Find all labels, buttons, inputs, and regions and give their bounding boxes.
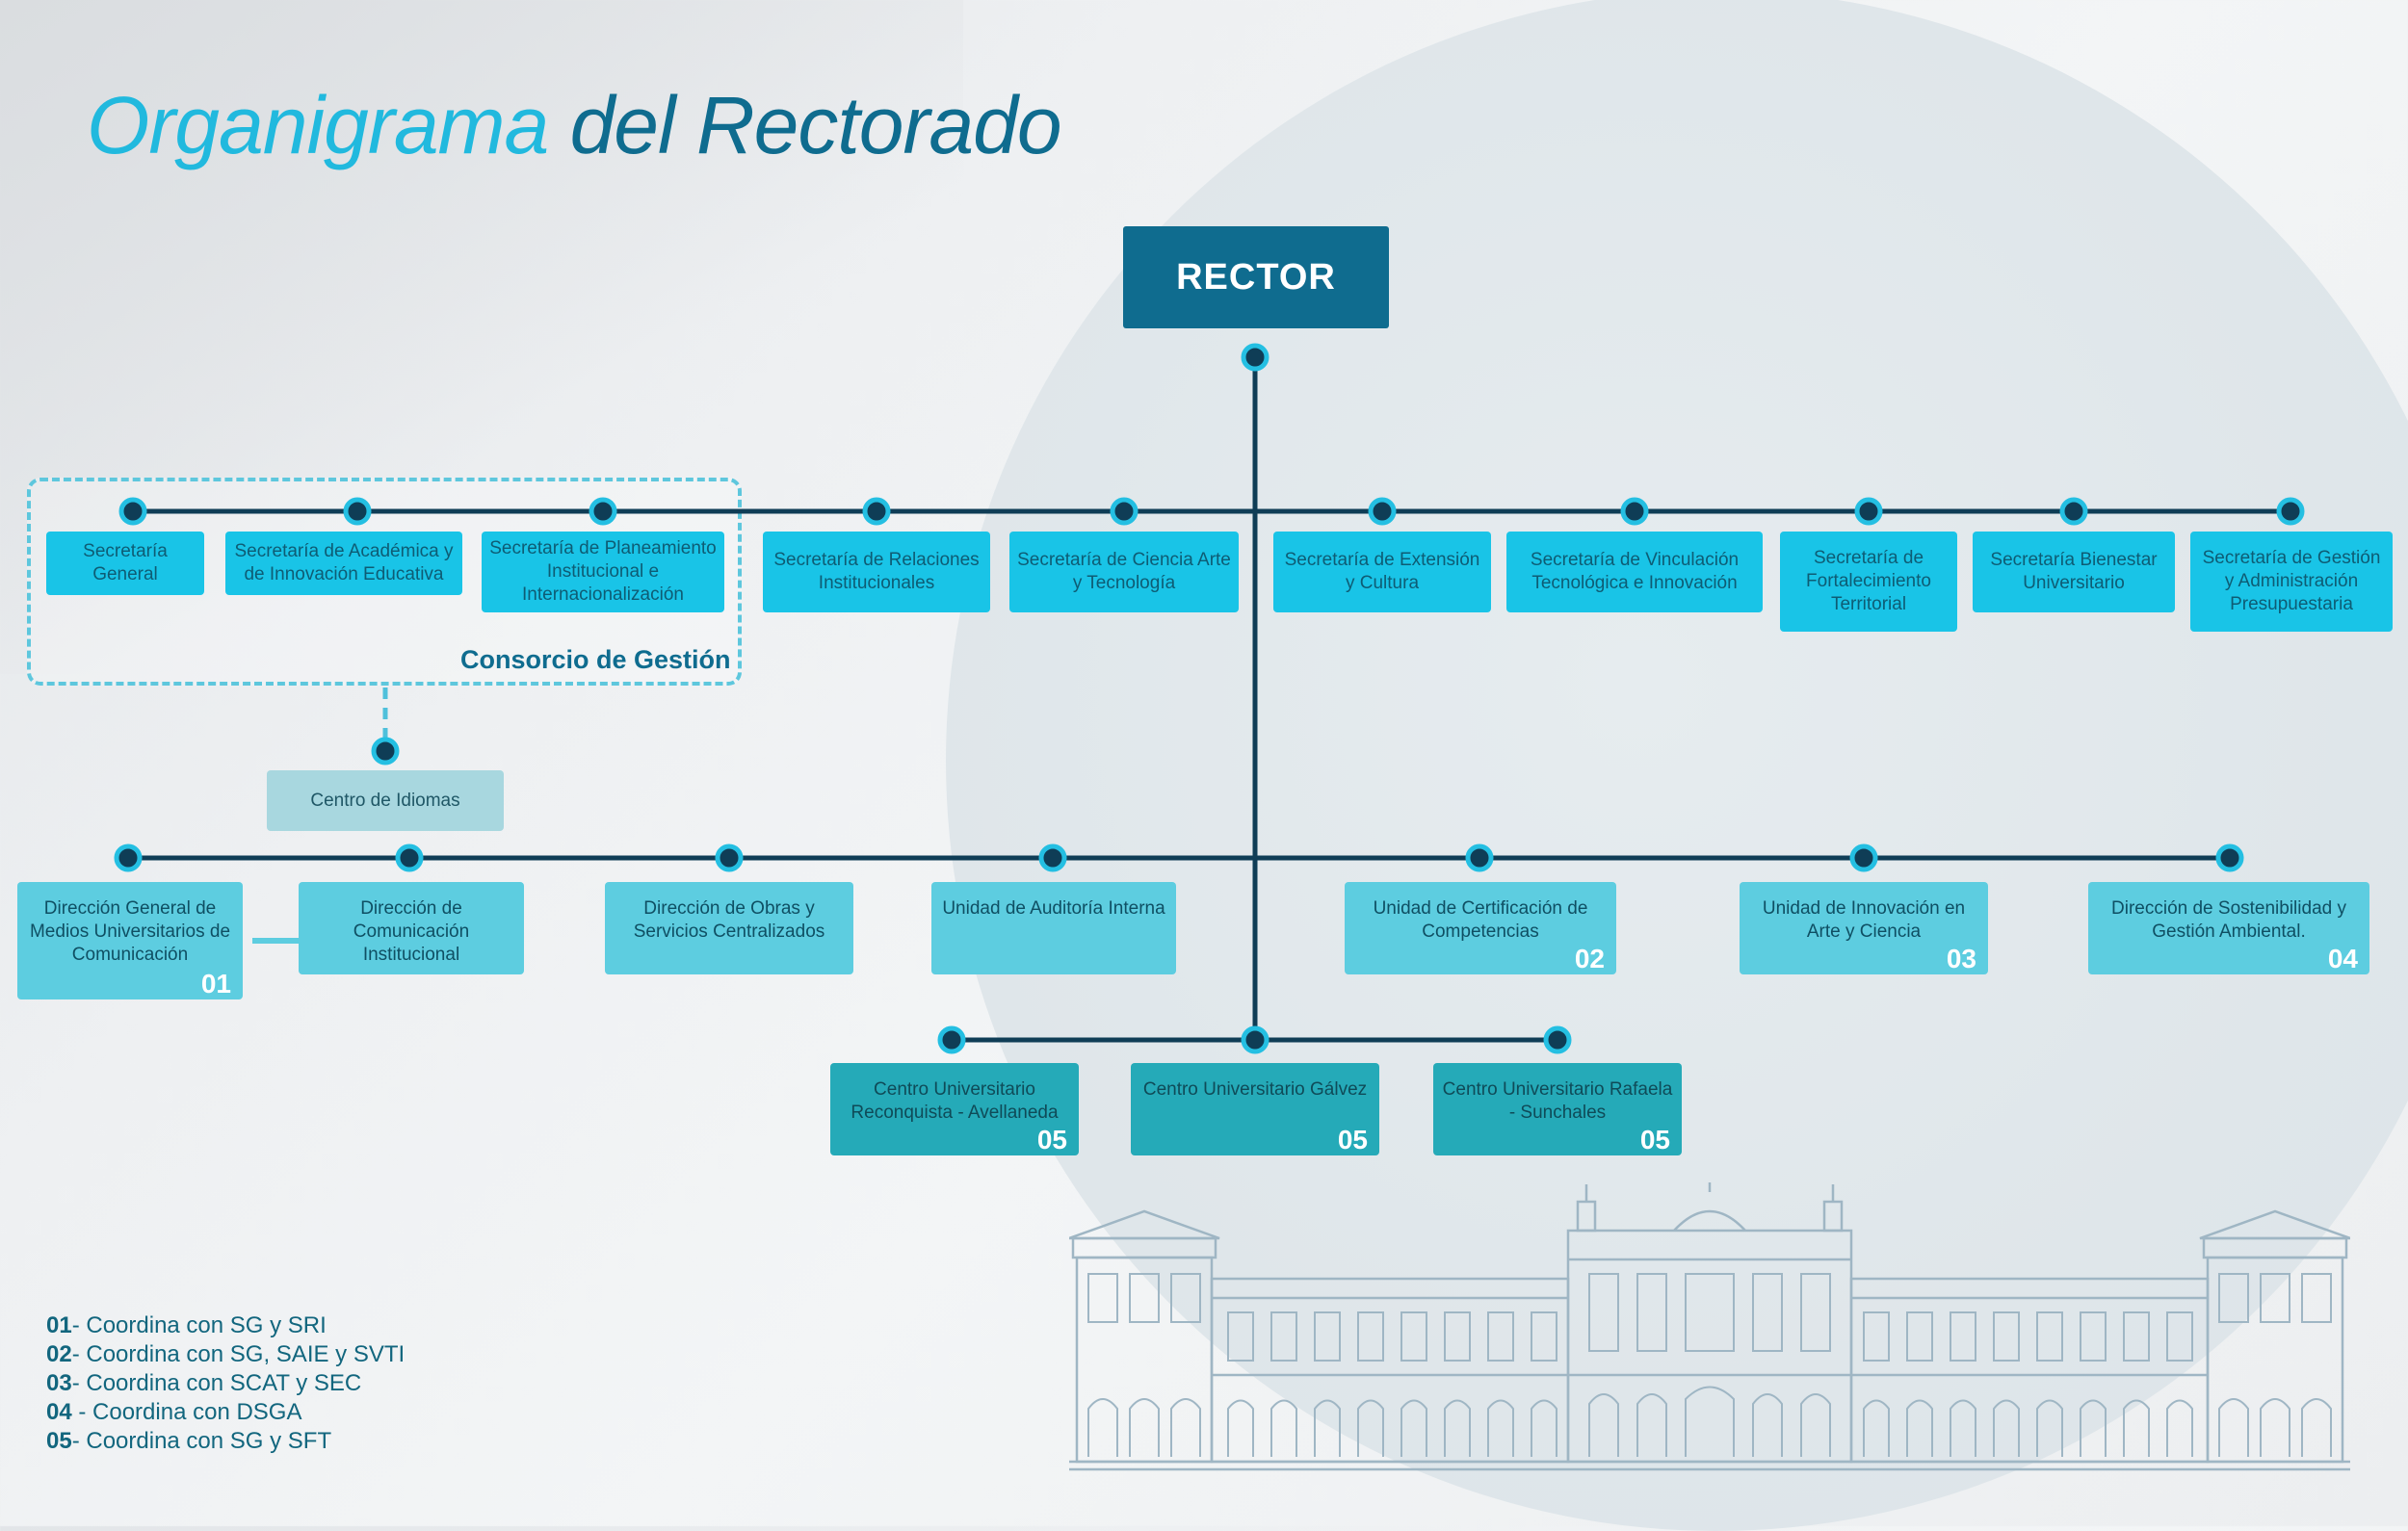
node-sec-8 (1854, 497, 1883, 526)
node-sec-10 (2276, 497, 2305, 526)
direccion-label: Dirección de Obras y Servicios Centraliz… (633, 898, 825, 942)
legend: 01- Coordina con SG y SRI 02- Coordina c… (46, 1311, 405, 1456)
centro-rafaela: Centro Universitario Rafaela - Sunchales… (1433, 1063, 1682, 1155)
centro-label: Centro Universitario Rafaela - Sunchales (1442, 1079, 1673, 1123)
secretaria-label: Secretaría Bienestar Universitario (1990, 550, 2158, 593)
node-centro-2 (1241, 1025, 1269, 1054)
title-part-2: del Rectorado (569, 80, 1062, 170)
node-dir-6 (1849, 843, 1878, 872)
legend-text: - Coordina con SCAT y SEC (71, 1370, 362, 1396)
node-sec-2 (343, 497, 372, 526)
node-sec-5 (1110, 497, 1139, 526)
secretaria-label: Secretaría de Ciencia Arte y Tecnología (1017, 550, 1231, 593)
centro-label: Centro Universitario Reconquista - Avell… (851, 1079, 1059, 1123)
secretaria-fortalecimiento: Secretaría de Fortalecimiento Territoria… (1780, 532, 1957, 632)
direccion-label: Unidad de Innovación en Arte y Ciencia (1762, 898, 1966, 942)
secretaria-relaciones: Secretaría de Relaciones Institucionales (763, 532, 990, 612)
legend-item: 02- Coordina con SG, SAIE y SVTI (46, 1340, 405, 1369)
secretaria-label: Secretaría de Gestión y Administración P… (2202, 548, 2381, 614)
coord-number: 05 (1639, 1125, 1670, 1155)
centro-reconquista: Centro Universitario Reconquista - Avell… (830, 1063, 1079, 1155)
node-sec-4 (862, 497, 891, 526)
secretaria-label: Secretaría de Académica y de Innovación … (234, 541, 454, 584)
legend-text: - Coordina con SG y SRI (71, 1312, 327, 1338)
coord-number: 05 (1036, 1125, 1067, 1155)
direccion-label: Unidad de Auditoría Interna (942, 898, 1165, 919)
coord-number: 01 (200, 969, 231, 999)
legend-text: - Coordina con SG y SFT (71, 1428, 332, 1454)
direccion-medios: Dirección General de Medios Universitari… (17, 882, 243, 999)
direccion-label: Unidad de Certificación de Competencias (1373, 898, 1588, 942)
secretaria-general: Secretaría General (46, 532, 204, 595)
page-title: Organigrama del Rectorado (87, 79, 1062, 172)
node-sec-9 (2059, 497, 2088, 526)
secretaria-vinculacion: Secretaría de Vinculación Tecnológica e … (1506, 532, 1763, 612)
node-rector (1241, 343, 1269, 372)
secretaria-gestion: Secretaría de Gestión y Administración P… (2190, 532, 2393, 632)
node-sec-7 (1620, 497, 1649, 526)
direccion-label: Dirección de Sostenibilidad y Gestión Am… (2111, 898, 2346, 942)
node-idiomas (371, 737, 400, 766)
rector-box: RECTOR (1123, 226, 1389, 328)
title-part-1: Organigrama (87, 80, 549, 170)
node-centro-3 (1543, 1025, 1572, 1054)
legend-item: 03- Coordina con SCAT y SEC (46, 1369, 405, 1398)
legend-item: 04 - Coordina con DSGA (46, 1398, 405, 1427)
direccion-sostenibilidad: Dirección de Sostenibilidad y Gestión Am… (2088, 882, 2369, 974)
secretaria-ciencia: Secretaría de Ciencia Arte y Tecnología (1009, 532, 1239, 612)
legend-number: 05 (46, 1428, 72, 1454)
legend-text: - Coordina con SG, SAIE y SVTI (71, 1341, 406, 1367)
coord-number: 03 (1946, 944, 1976, 973)
direccion-label: Dirección de Comunicación Institucional (353, 898, 470, 965)
direccion-obras: Dirección de Obras y Servicios Centraliz… (605, 882, 853, 974)
rector-label: RECTOR (1176, 256, 1336, 298)
secretaria-academica: Secretaría de Académica y de Innovación … (225, 532, 462, 595)
secretaria-label: Secretaría de Vinculación Tecnológica e … (1530, 550, 1740, 593)
node-sec-6 (1368, 497, 1397, 526)
legend-number: 01 (46, 1312, 72, 1338)
secretaria-label: Secretaría General (83, 541, 168, 584)
legend-text: - Coordina con DSGA (71, 1399, 302, 1425)
legend-number: 02 (46, 1341, 72, 1367)
node-dir-7 (2215, 843, 2244, 872)
coord-number: 05 (1337, 1125, 1368, 1155)
secretaria-label: Secretaría de Planeamiento Institucional… (489, 538, 717, 605)
legend-item: 01- Coordina con SG y SRI (46, 1311, 405, 1340)
node-dir-3 (715, 843, 744, 872)
secretaria-bienestar: Secretaría Bienestar Universitario (1973, 532, 2175, 612)
building-illustration (1069, 1182, 2350, 1471)
node-sec-3 (589, 497, 617, 526)
unidad-auditoria: Unidad de Auditoría Interna (931, 882, 1176, 974)
node-dir-5 (1465, 843, 1494, 872)
secretaria-extension: Secretaría de Extensión y Cultura (1273, 532, 1491, 612)
legend-number: 03 (46, 1370, 72, 1396)
centro-idiomas: Centro de Idiomas (267, 770, 504, 831)
consorcio-label: Consorcio de Gestión (460, 645, 731, 674)
centro-label: Centro Universitario Gálvez (1142, 1079, 1368, 1100)
secretaria-planeamiento: Secretaría de Planeamiento Institucional… (482, 532, 724, 612)
coord-number: 02 (1574, 944, 1605, 973)
node-dir-1 (114, 843, 143, 872)
centro-galvez: Centro Universitario Gálvez 05 (1131, 1063, 1379, 1155)
direccion-comunicacion: Dirección de Comunicación Institucional (299, 882, 524, 974)
secretaria-label: Secretaría de Extensión y Cultura (1284, 550, 1480, 593)
node-dir-4 (1038, 843, 1067, 872)
coord-number: 04 (2327, 944, 2358, 973)
centro-idiomas-label: Centro de Idiomas (310, 790, 460, 811)
secretaria-label: Secretaría de Relaciones Institucionales (773, 550, 980, 593)
legend-number: 04 (46, 1399, 72, 1425)
secretaria-label: Secretaría de Fortalecimiento Territoria… (1806, 548, 1931, 614)
direccion-label: Dirección General de Medios Universitari… (29, 898, 231, 965)
legend-item: 05- Coordina con SG y SFT (46, 1427, 405, 1456)
node-sec-1 (118, 497, 147, 526)
node-dir-2 (395, 843, 424, 872)
node-centro-1 (937, 1025, 966, 1054)
